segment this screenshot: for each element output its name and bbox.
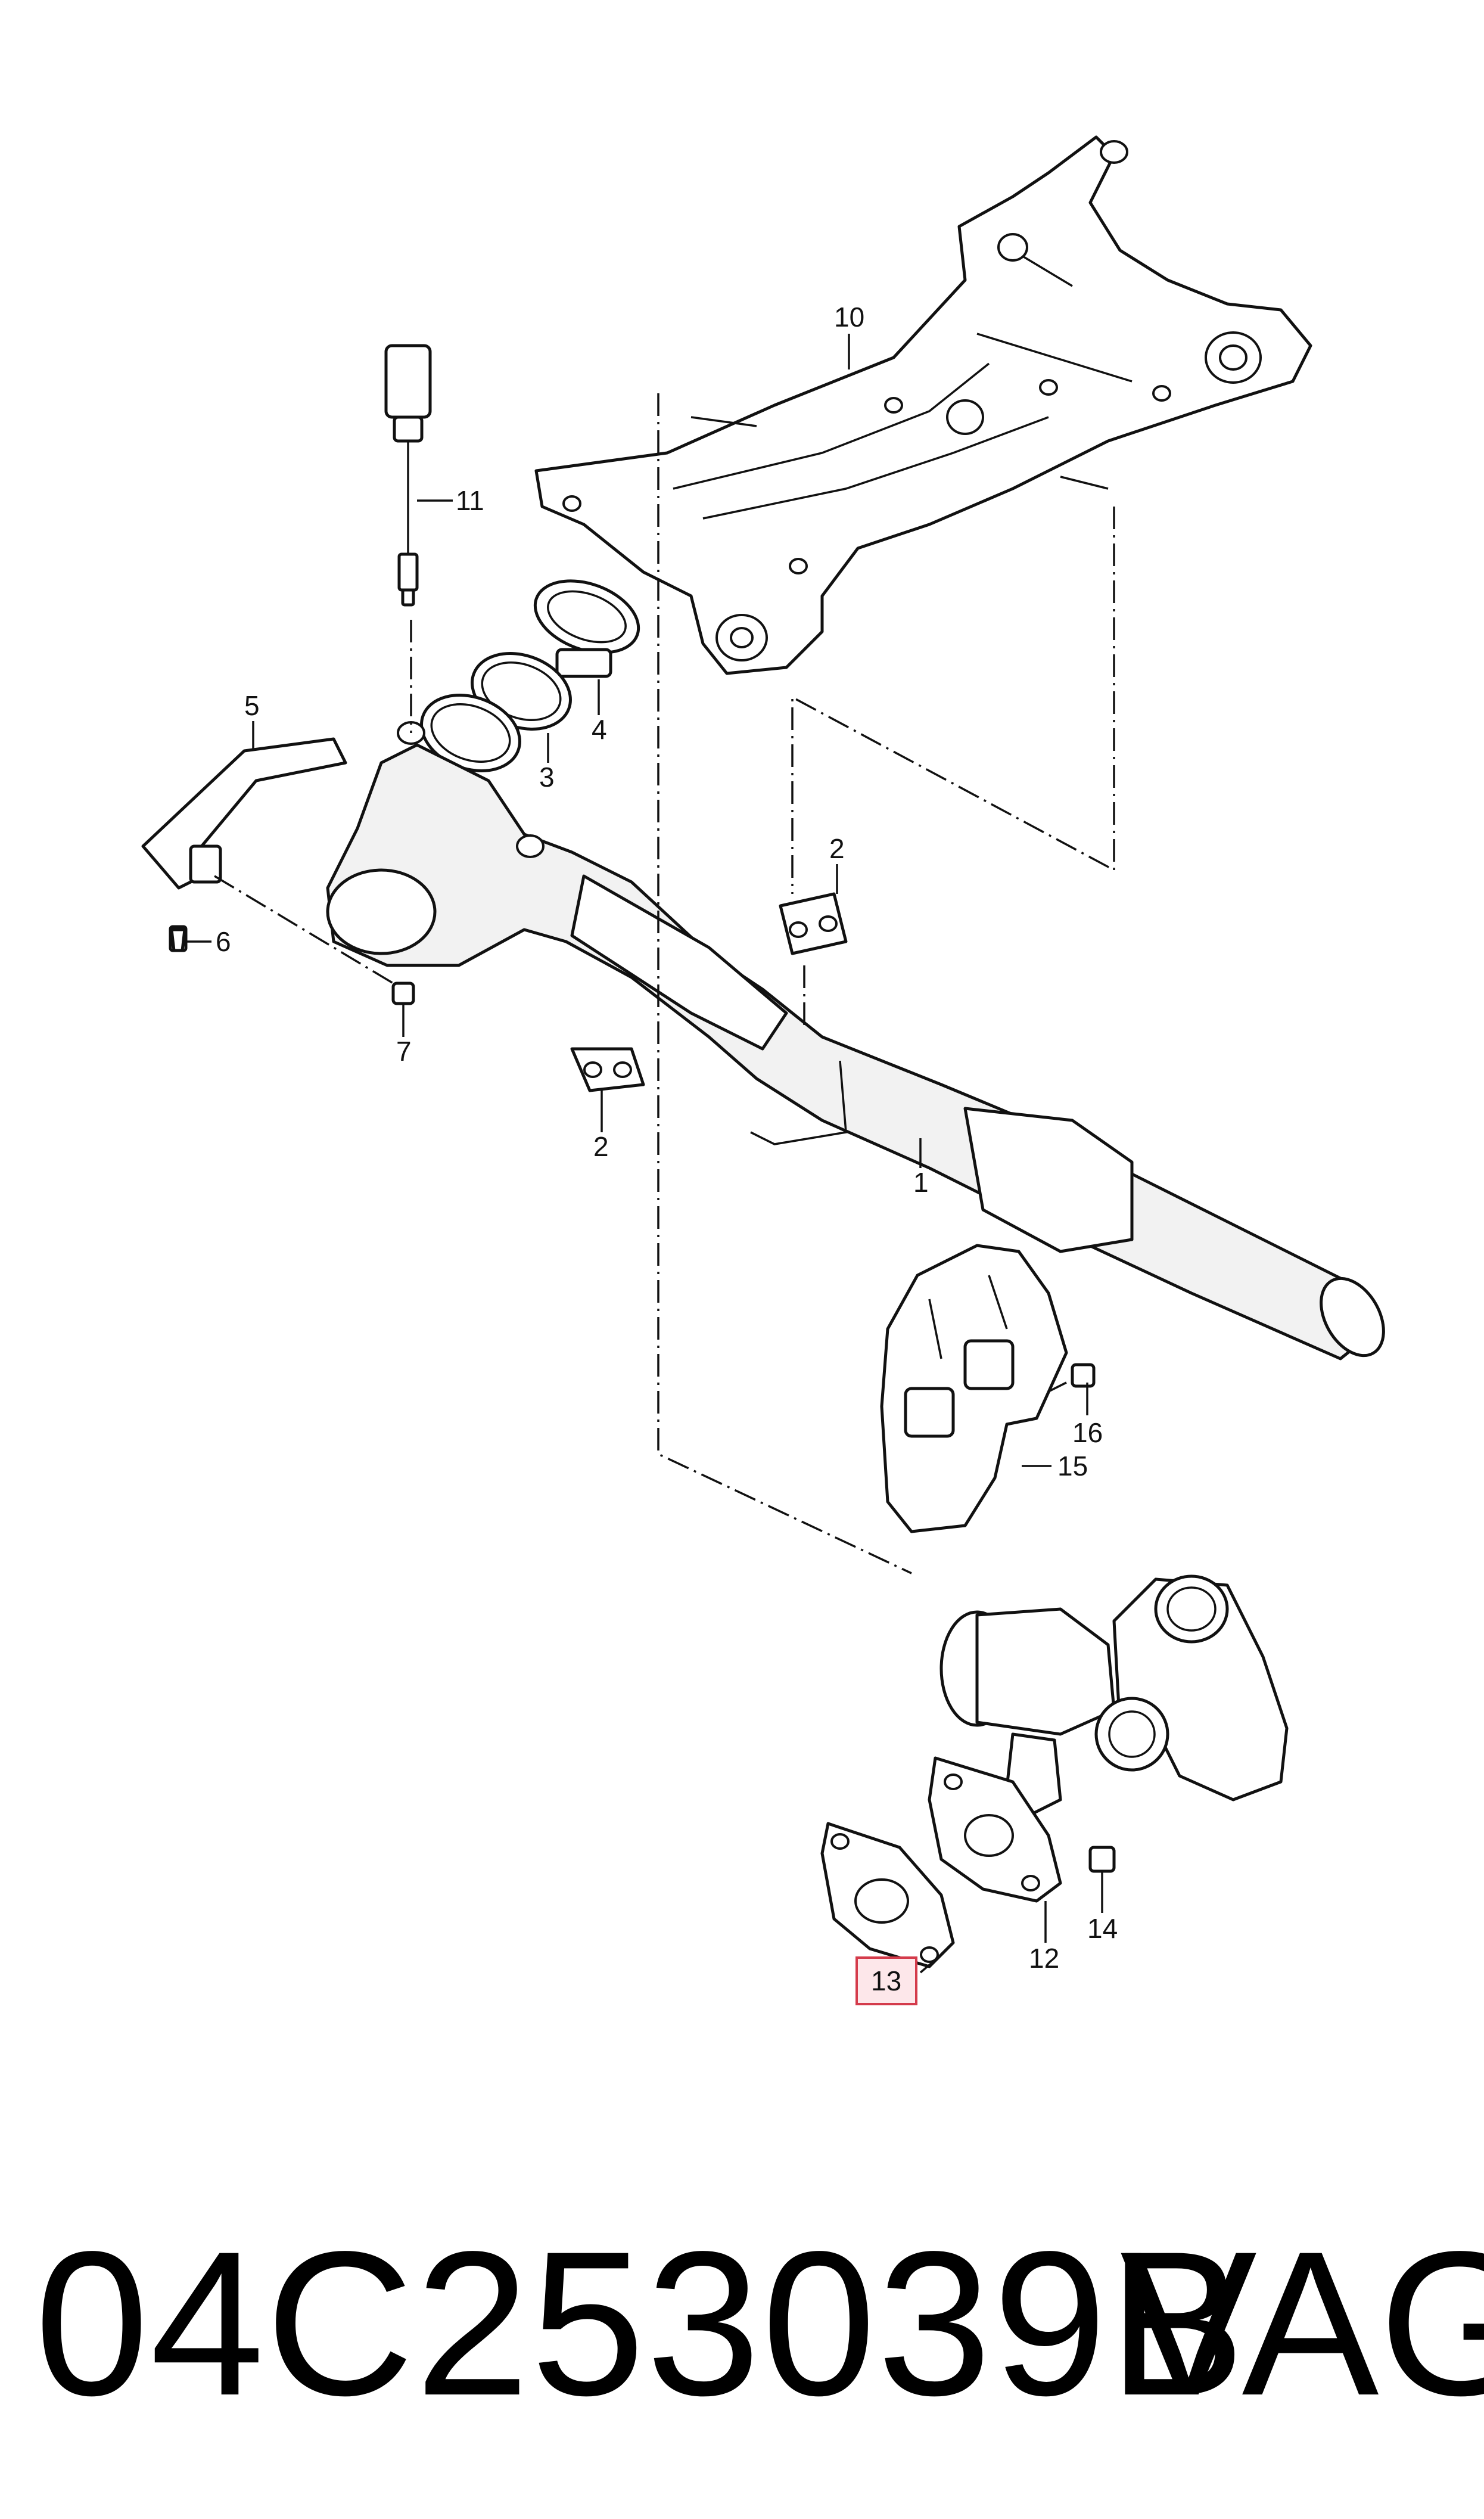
gasket-13 (820, 1822, 955, 1968)
exhaust-pipe-with-catalyst (326, 721, 1385, 1361)
callout-10: 10 (834, 302, 864, 333)
turbocharger (939, 1574, 1289, 1819)
leader-lines (186, 334, 1103, 1974)
support-bracket (141, 737, 347, 890)
subframe (534, 135, 1312, 675)
assembly-lines (214, 393, 1115, 1574)
callout-5: 5 (244, 690, 260, 721)
callout-7: 7 (396, 1036, 412, 1067)
callout-11: 11 (456, 485, 484, 516)
fasteners (169, 925, 1116, 1873)
highlight-box-13 (855, 1956, 917, 2005)
rubber-hangers (570, 892, 848, 1092)
callout-6: 6 (216, 926, 231, 957)
footer-part-number: 04C253039B (35, 2209, 1247, 2439)
callout-12: 12 (1029, 1943, 1059, 1974)
callout-4: 4 (592, 714, 607, 745)
callout-2-upper: 2 (829, 833, 845, 864)
callout-3: 3 (539, 762, 555, 793)
footer: 04C253039B VAG (0, 2205, 1484, 2443)
clamp-and-rings (420, 579, 640, 772)
callout-2-lower: 2 (593, 1131, 609, 1162)
oxygen-sensor (384, 344, 432, 607)
callout-13: 13 (871, 1965, 901, 1996)
gasket-12 (928, 1756, 1062, 1903)
callout-labels: 11 10 3 4 5 6 7 2 2 1 15 16 12 14 13 (216, 302, 1118, 2005)
callout-15: 15 (1057, 1450, 1088, 1481)
callout-16: 16 (1072, 1417, 1103, 1448)
footer-brand: VAG (1120, 2209, 1484, 2439)
exploded-parts-diagram: 11 10 3 4 5 6 7 2 2 1 15 16 12 14 13 (141, 135, 1385, 2005)
heat-shield (880, 1244, 1068, 1533)
callout-14: 14 (1087, 1913, 1118, 1944)
callout-1: 1 (913, 1167, 929, 1198)
